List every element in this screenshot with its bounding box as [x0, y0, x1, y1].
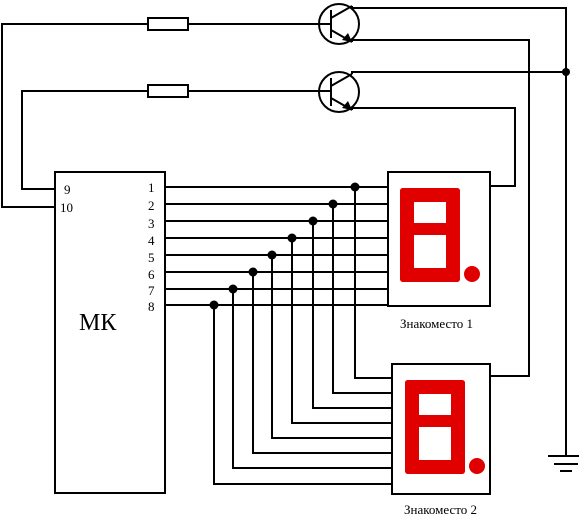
mcu-label: МК: [79, 310, 117, 336]
bus-junction-8: [209, 300, 219, 310]
bus-drop-3: [312, 221, 392, 409]
wire-emitter1-display2: [351, 39, 530, 377]
display-2-label: Знакоместо 2: [404, 502, 477, 517]
segment-glyphs: [400, 188, 485, 474]
transistor-2-collector: [330, 73, 353, 87]
mcu-pin-5: 5: [148, 250, 155, 265]
segment-bus: [165, 182, 392, 485]
bus-drop-4: [291, 238, 392, 424]
display-1-segment-a: [400, 188, 460, 202]
transistor-2-arrow: [342, 101, 352, 110]
bus-drop-2: [332, 204, 392, 394]
bus-junction-4: [287, 233, 297, 243]
bus-junction-3: [308, 216, 318, 226]
bus-junction-7: [228, 284, 238, 294]
display-2-segment-g: [405, 415, 465, 427]
display-2-segment-d: [405, 460, 465, 474]
bus-junction-5: [267, 250, 277, 260]
display-1-segment-g: [400, 223, 460, 235]
mcu-pin-3: 3: [148, 216, 155, 231]
bus-drop-8: [213, 305, 392, 485]
bus-junction-2: [328, 199, 338, 209]
transistor-1-collector: [330, 5, 353, 19]
display-1-decimal-point: [464, 266, 480, 282]
resistor-1: [147, 17, 189, 31]
rail-junction: [562, 68, 570, 76]
display-2-segment-e: [405, 420, 419, 474]
transistor-1-arrow: [342, 33, 352, 42]
mcu-pin-10: 10: [60, 200, 73, 215]
mcu-pin-4: 4: [148, 233, 155, 248]
wire-collector2-rail: [351, 71, 566, 74]
mcu-chip: [54, 171, 166, 494]
bus-junction-6: [248, 267, 258, 277]
display-1-label: Знакоместо 1: [400, 316, 473, 331]
display-2-decimal-point: [469, 458, 485, 474]
mcu-pin-9: 9: [64, 182, 71, 197]
bus-junction-1: [350, 182, 360, 192]
display-2-segment-a: [405, 380, 465, 394]
bus-drop-5: [271, 255, 392, 439]
mcu-pin-8: 8: [148, 299, 155, 314]
display-1-segment-e: [400, 228, 414, 282]
wire-pin10-resistor1: [1, 23, 148, 208]
mcu-pin-6: 6: [148, 267, 155, 282]
bus-drop-7: [232, 289, 392, 469]
mcu-pin-7: 7: [148, 283, 155, 298]
resistor-2: [147, 84, 189, 98]
bus-drop-6: [252, 272, 392, 454]
display-1-segment-d: [400, 268, 460, 282]
mcu-pin-2: 2: [148, 198, 155, 213]
wire-collector1-rail: [351, 6, 567, 456]
mcu-pin-1: 1: [148, 180, 155, 195]
bus-drop-1: [354, 187, 392, 379]
wire-emitter2-display1: [351, 107, 516, 187]
wire-pin9-resistor2: [21, 90, 148, 190]
